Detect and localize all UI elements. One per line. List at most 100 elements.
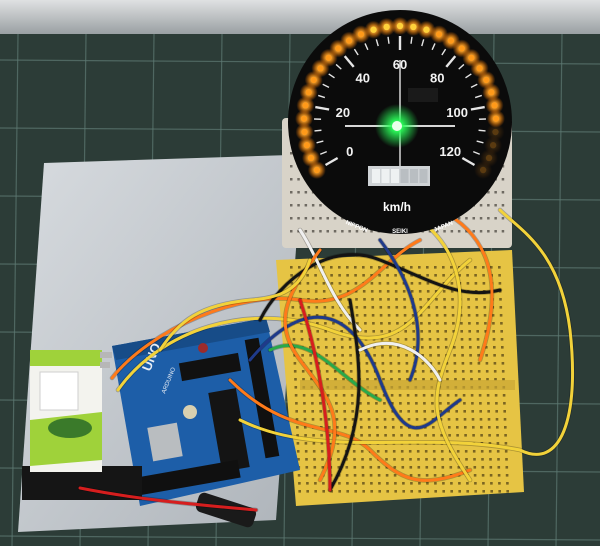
breadboard-hole (419, 298, 422, 301)
breadboard-hole (362, 266, 365, 269)
breadboard-hole (482, 266, 485, 269)
breadboard-hole (290, 191, 293, 194)
breadboard-hole (477, 370, 481, 373)
breadboard-hole (454, 394, 458, 397)
breadboard-hole (392, 426, 395, 429)
breadboard-hole (389, 354, 392, 357)
breadboard-hole (457, 217, 461, 220)
breadboard-hole (392, 450, 396, 453)
breadboard-hole (426, 482, 429, 485)
breadboard-hole (290, 266, 293, 269)
breadboard-hole (324, 322, 327, 325)
gauge-led (410, 23, 417, 31)
breadboard-hole (299, 314, 303, 317)
breadboard-hole (412, 330, 415, 333)
mat-grid-line (0, 59, 600, 65)
breadboard-hole (363, 230, 366, 233)
breadboard-hole (355, 230, 359, 233)
breadboard-hole (304, 191, 308, 194)
breadboard-hole (457, 230, 461, 233)
breadboard-hole (368, 434, 371, 437)
breadboard-hole (486, 394, 490, 397)
breadboard-hole (469, 354, 472, 357)
breadboard-hole (372, 330, 375, 333)
breadboard-hole (450, 266, 453, 269)
breadboard-hole (453, 362, 457, 365)
breadboard-hole (472, 230, 475, 233)
breadboard-hole (377, 474, 381, 477)
breadboard-hole (463, 402, 466, 405)
breadboard-hole (319, 204, 322, 207)
breadboard-hole (332, 338, 336, 341)
breadboard-hole (441, 458, 444, 461)
breadboard-hole (441, 474, 445, 477)
breadboard-hole (304, 450, 308, 453)
breadboard-hole (307, 298, 310, 301)
breadboard-hole (290, 217, 293, 220)
breadboard-hole (295, 418, 299, 421)
jumper-wire (158, 258, 312, 352)
breadboard-hole (362, 274, 365, 277)
breadboard-hole (402, 490, 405, 493)
breadboard-hole (346, 274, 349, 277)
breadboard-hole (426, 266, 429, 269)
breadboard-hole (330, 490, 333, 493)
breadboard-hole (311, 230, 315, 233)
breadboard-hole (338, 490, 341, 493)
gauge-tick (458, 63, 465, 70)
breadboard-hole (498, 282, 502, 285)
breadboard-hole (410, 282, 414, 285)
breadboard-hole (394, 290, 398, 293)
breadboard-hole (480, 426, 483, 429)
breadboard-hole (410, 490, 413, 493)
breadboard-hole (331, 306, 335, 309)
breadboard-hole (397, 370, 401, 373)
gauge-led (310, 76, 317, 84)
breadboard-hole (325, 354, 328, 357)
breadboard-hole (433, 458, 436, 461)
breadboard-hole (334, 378, 337, 381)
breadboard-hole (362, 490, 365, 493)
breadboard-hole (462, 394, 466, 397)
jumper-wire (116, 258, 472, 392)
breadboard-hole (425, 458, 428, 461)
gauge-led (335, 45, 342, 52)
gauge-tick (375, 39, 379, 47)
breadboard-hole (488, 426, 491, 429)
breadboard-hole (428, 330, 431, 333)
gauge-led (476, 65, 483, 72)
breadboard-hole (380, 330, 383, 333)
breadboard-hole (296, 434, 299, 437)
breadboard-hole (388, 322, 391, 325)
breadboard-hole (398, 394, 402, 397)
breadboard-hole (393, 458, 396, 461)
breadboard-hole (460, 330, 463, 333)
breadboard-hole (391, 410, 394, 413)
breadboard-hole (471, 418, 475, 421)
breadboard-hole (346, 290, 350, 293)
breadboard-hole (443, 230, 446, 233)
breadboard-hole (336, 434, 339, 437)
breadboard-hole (295, 410, 298, 413)
breadboard-hole (465, 458, 468, 461)
breadboard-hole (456, 434, 459, 437)
breadboard-hole (301, 370, 305, 373)
breadboard-hole (483, 306, 487, 309)
jumper-wire (438, 208, 494, 362)
breadboard-hole (361, 474, 365, 477)
breadboard-hole (309, 346, 312, 349)
breadboard-hole (444, 338, 448, 341)
breadboard-hole (387, 314, 391, 317)
breadboard-hole (401, 458, 404, 461)
breadboard-hole (311, 418, 315, 421)
jumper-wire (298, 228, 362, 332)
gauge-tick (445, 55, 457, 68)
breadboard-hole (307, 314, 311, 317)
breadboard-hole (370, 274, 373, 277)
breadboard-hole (322, 282, 326, 285)
breadboard-hole (360, 434, 363, 437)
breadboard-hole (499, 298, 502, 301)
breadboard-hole (312, 442, 316, 445)
jumper-wire (418, 218, 472, 482)
